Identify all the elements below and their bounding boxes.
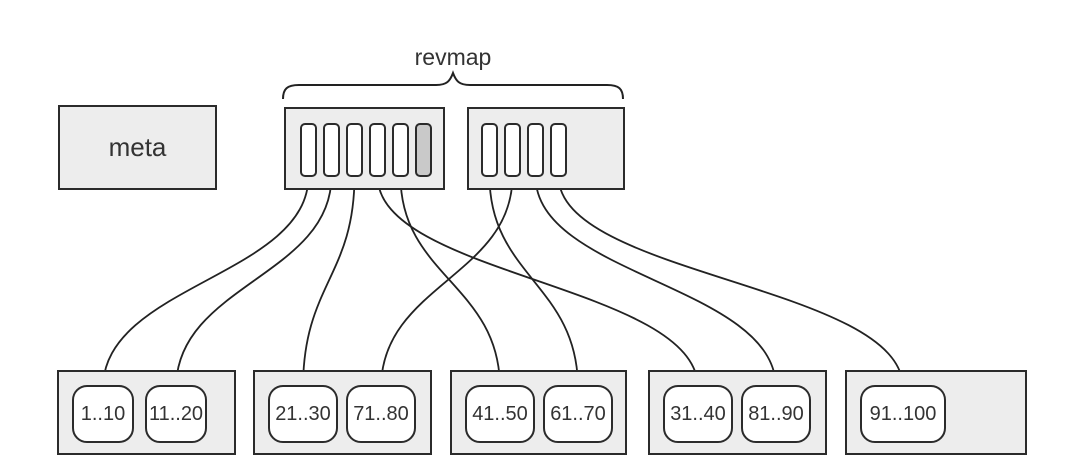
revmap-slot-s5 [392, 123, 409, 177]
revmap-block-1 [284, 107, 445, 190]
pointer-s7-to-61..70 [488, 175, 584, 390]
revmap-brace [282, 70, 624, 100]
leaf-node-1..10: 1..10 [72, 385, 134, 443]
leaf-group-5: 91..100 [845, 370, 1027, 455]
leaf-node-11..20: 11..20 [145, 385, 207, 443]
pointer-s4-to-31..40 [376, 175, 704, 390]
leaf-node-61..70: 61..70 [543, 385, 613, 443]
pointer-s8-to-71..80 [375, 175, 514, 390]
pointer-s1-to-1..10 [97, 175, 310, 390]
leaf-node-71..80: 71..80 [346, 385, 416, 443]
revmap-slot-s9 [527, 123, 544, 177]
revmap-slot-s3 [346, 123, 363, 177]
revmap-slot-s10 [550, 123, 567, 177]
leaf-node-81..90: 81..90 [741, 385, 811, 443]
leaf-node-21..30: 21..30 [268, 385, 338, 443]
revmap-block-2 [467, 107, 625, 190]
revmap-slot-s2 [323, 123, 340, 177]
pointer-s5-to-41..50 [399, 175, 506, 390]
pointer-s2-to-11..20 [170, 175, 333, 390]
revmap-slot-s8 [504, 123, 521, 177]
meta-box: meta [58, 105, 217, 190]
pointer-s9-to-81..90 [534, 175, 782, 390]
pointer-s3-to-21..30 [297, 175, 356, 390]
revmap-label: revmap [414, 44, 492, 70]
pointer-s10-to-91..100 [557, 175, 909, 390]
revmap-slot-s6-shaded [415, 123, 432, 177]
leaf-node-41..50: 41..50 [465, 385, 535, 443]
revmap-slot-s4 [369, 123, 386, 177]
revmap-slot-s7 [481, 123, 498, 177]
leaf-node-31..40: 31..40 [663, 385, 733, 443]
leaf-node-91..100: 91..100 [860, 385, 946, 443]
meta-label: meta [108, 132, 167, 162]
revmap-slot-s1 [300, 123, 317, 177]
